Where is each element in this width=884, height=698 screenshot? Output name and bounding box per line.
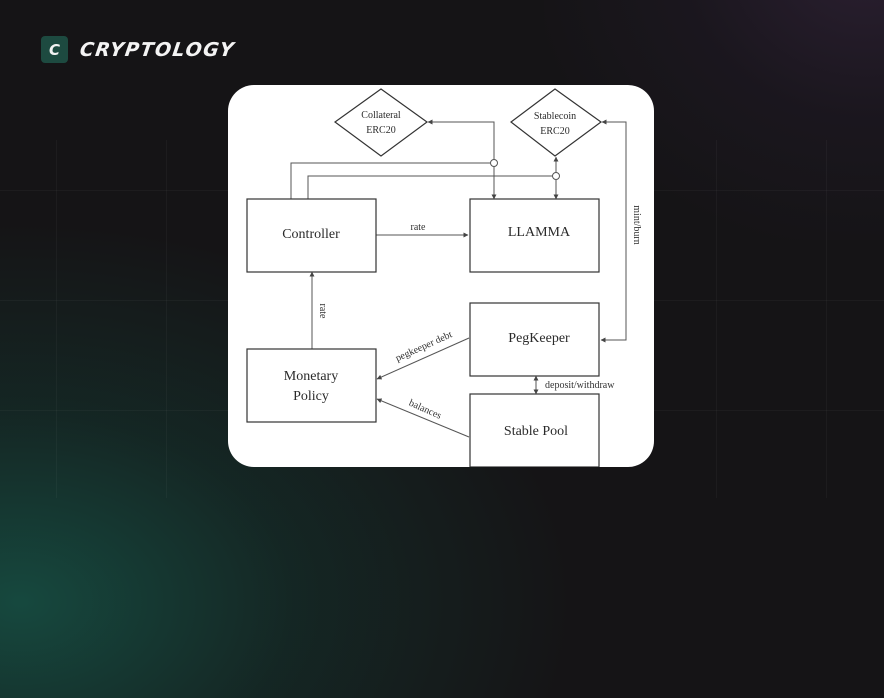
edge-stablecoin-pegkeeper xyxy=(600,119,627,343)
grid-line xyxy=(826,140,827,498)
node-monetary-label1: Monetary xyxy=(284,369,338,384)
node-collateral-label2: ERC20 xyxy=(366,125,395,136)
edge-controller-llamma-link1 xyxy=(290,162,497,200)
architecture-diagram: Collateral ERC20 Stablecoin ERC20 Contro… xyxy=(246,88,642,467)
node-collateral-diamond xyxy=(333,88,429,157)
node-stablepool-label: Stable Pool xyxy=(504,424,568,439)
node-monetary-label2: Policy xyxy=(293,389,329,404)
edge-label-deposit-withdraw: deposit/withdraw xyxy=(545,380,615,391)
edge-label-rate-top: rate xyxy=(411,222,427,233)
diagram-card: Collateral ERC20 Stablecoin ERC20 Contro… xyxy=(228,85,654,467)
edge-controller-llamma-link2 xyxy=(307,175,556,199)
junction-circle xyxy=(552,172,560,180)
node-stablepool-box xyxy=(469,393,600,467)
edge-label-mint-burn: mint/burn xyxy=(631,205,642,244)
node-pegkeeper-label: PegKeeper xyxy=(508,331,570,346)
node-stablecoin-diamond xyxy=(510,88,603,157)
logo-icon: C xyxy=(41,36,68,63)
node-stablecoin-label1: Stablecoin xyxy=(534,111,576,122)
grid-line xyxy=(56,140,57,498)
node-llamma-box xyxy=(469,198,600,273)
node-stablecoin-label2: ERC20 xyxy=(540,126,569,137)
node-pegkeeper-box xyxy=(469,302,600,377)
brand-name: CRYPTOLOGY xyxy=(78,38,237,61)
edge-pegkeeper-monetary xyxy=(376,337,470,380)
node-controller-label: Controller xyxy=(282,227,340,242)
node-collateral-label1: Collateral xyxy=(361,110,401,121)
node-monetary-box xyxy=(246,348,377,423)
edge-label-balances: balances xyxy=(407,398,443,422)
edge-label-pegkeeper-debt: pegkeeper debt xyxy=(394,329,454,364)
edge-llamma-collateral xyxy=(427,119,495,201)
grid-line xyxy=(166,140,167,498)
junction-circle xyxy=(490,159,498,167)
node-llamma-label: LLAMMA xyxy=(508,225,571,240)
node-controller-box xyxy=(246,198,377,273)
edge-stablepool-monetary xyxy=(376,398,470,438)
brand-logo[interactable]: C CRYPTOLOGY xyxy=(41,36,237,63)
edge-label-rate-vertical: rate xyxy=(317,304,328,320)
grid-line xyxy=(716,140,717,498)
logo-letter: C xyxy=(48,40,60,59)
